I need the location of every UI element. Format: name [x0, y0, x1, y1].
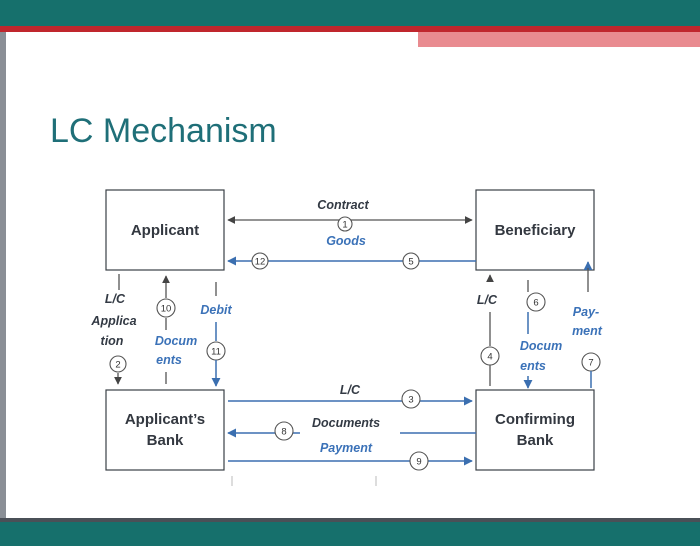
step-1-marker: [337, 216, 353, 232]
lc-application-label-line3: tion: [101, 334, 124, 348]
step-6-number: 6: [533, 298, 538, 309]
confirming-bank-box: Confirming Bank: [475, 389, 595, 471]
slide-title: LC Mechanism: [50, 112, 277, 150]
step-9-number: 9: [416, 457, 421, 468]
payment-right-label-line1: Pay-: [573, 305, 599, 319]
step-2-marker: [109, 355, 127, 373]
documents-left-label-line2: ents: [156, 353, 182, 367]
beneficiary-box: Beneficiary: [475, 189, 595, 271]
payment-bottom-label: Payment: [320, 441, 373, 455]
top-pink-band: [418, 32, 700, 47]
bottom-dark-line: [0, 518, 700, 522]
top-red-band: [0, 26, 700, 32]
confirming-bank-label-line1: Confirming: [495, 411, 575, 428]
step-3-number: 3: [408, 395, 413, 406]
applicants-bank-label-line1: Applicant’s: [125, 411, 205, 428]
debit-label: Debit: [200, 303, 232, 317]
step-5-marker: [402, 252, 420, 270]
step-6-marker: [526, 292, 546, 312]
documents-right-label-line1: Docum: [520, 339, 562, 353]
step-9-marker: [409, 451, 429, 471]
step-5-number: 5: [408, 257, 413, 268]
step-11-number: 11: [211, 347, 221, 358]
confirming-bank-label-line2: Bank: [517, 432, 554, 449]
documents-right-label-line2: ents: [520, 359, 546, 373]
step-8-marker: [274, 421, 294, 441]
documents-left-label-line1: Docum: [155, 334, 197, 348]
step-4-number: 4: [487, 352, 492, 363]
step-1-number: 1: [342, 220, 347, 231]
step-8-number: 8: [281, 427, 286, 438]
step-3-marker: [401, 389, 421, 409]
bottom-teal-band: [0, 522, 700, 546]
documents-bottom-label: Documents: [312, 416, 380, 430]
applicant-label: Applicant: [131, 222, 199, 239]
step-10-marker: [156, 298, 176, 318]
payment-right-label-line2: ment: [572, 324, 603, 338]
contract-label: Contract: [317, 198, 369, 212]
top-teal-band: [0, 0, 700, 26]
applicants-bank-label-line2: Bank: [147, 432, 184, 449]
beneficiary-label: Beneficiary: [495, 222, 577, 239]
applicant-box: Applicant: [105, 189, 225, 271]
lc-right-label: L/C: [477, 293, 498, 307]
applicants-bank-box: Applicant’s Bank: [105, 389, 225, 471]
left-rail: [0, 32, 6, 522]
step-12-number: 12: [255, 257, 266, 268]
step-2-number: 2: [115, 360, 120, 371]
step-7-number: 7: [588, 358, 593, 369]
lc-bottom-label: L/C: [340, 383, 361, 397]
documents-bottom-label-bg: [300, 418, 400, 440]
step-10-number: 10: [161, 304, 172, 315]
step-12-marker: [251, 252, 269, 270]
goods-label: Goods: [326, 234, 366, 248]
lc-application-label-line2: Applica: [90, 314, 136, 328]
lc-application-label-line1: L/C: [105, 292, 126, 306]
